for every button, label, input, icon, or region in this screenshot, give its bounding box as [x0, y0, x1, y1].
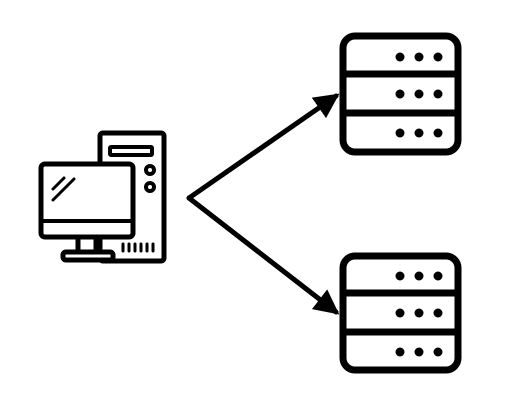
server-rack-icon: [339, 252, 462, 374]
server-2-indicator-lights: [395, 271, 443, 357]
server-1-indicator-lights: [395, 52, 443, 138]
computer-monitor: [38, 161, 136, 263]
desktop-computer-icon: [38, 130, 167, 264]
server-rack-icon: [339, 32, 462, 156]
arrow-to-server-2: [186, 195, 340, 315]
arrow-to-server-1: [186, 93, 340, 201]
connection-arrows: [186, 93, 340, 315]
